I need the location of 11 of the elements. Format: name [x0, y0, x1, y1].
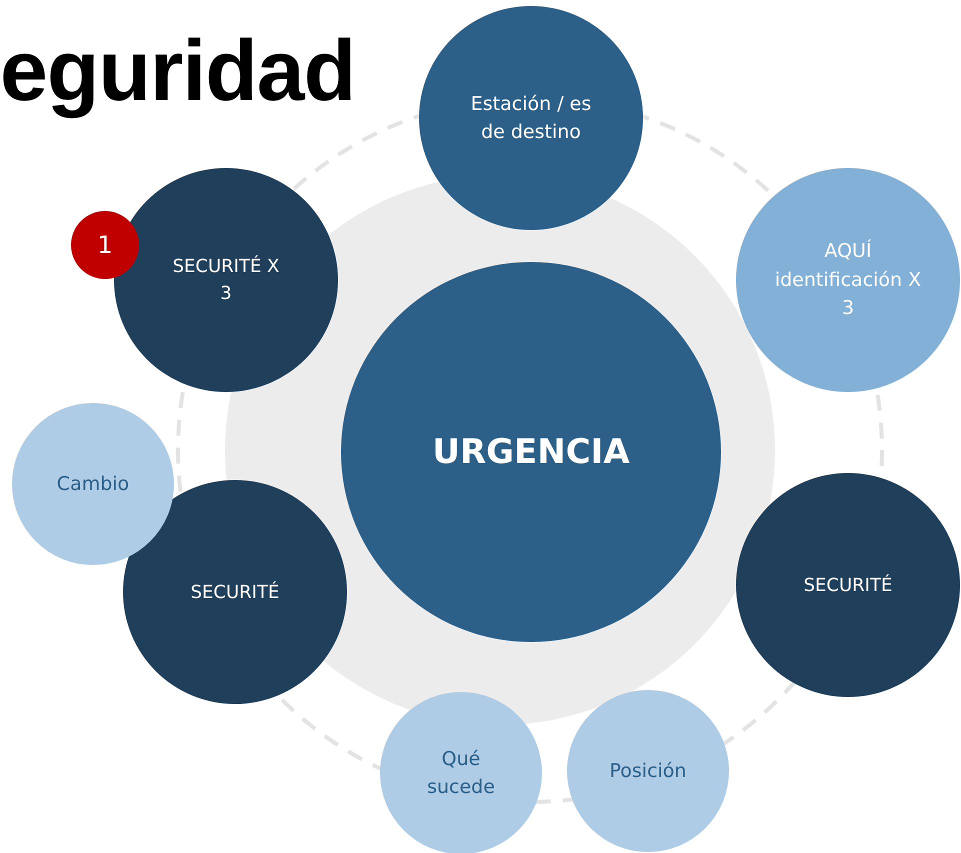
node-label: Posición [610, 758, 686, 784]
node-label: SECURITÉ [804, 573, 892, 598]
node-label: Qué sucede [426, 746, 496, 800]
title: eguridad [0, 22, 356, 121]
node-label: SECURITÉ [190, 580, 280, 604]
node-label: Cambio [56, 472, 130, 497]
node-label: SECURITÉ X 3 [172, 254, 280, 306]
node-label: AQUÍ identificación X 3 [774, 238, 922, 322]
node-label: 1 [97, 230, 113, 261]
node-label: Estación / es de destino [470, 92, 592, 145]
node-label: URGENCIA [432, 430, 630, 474]
